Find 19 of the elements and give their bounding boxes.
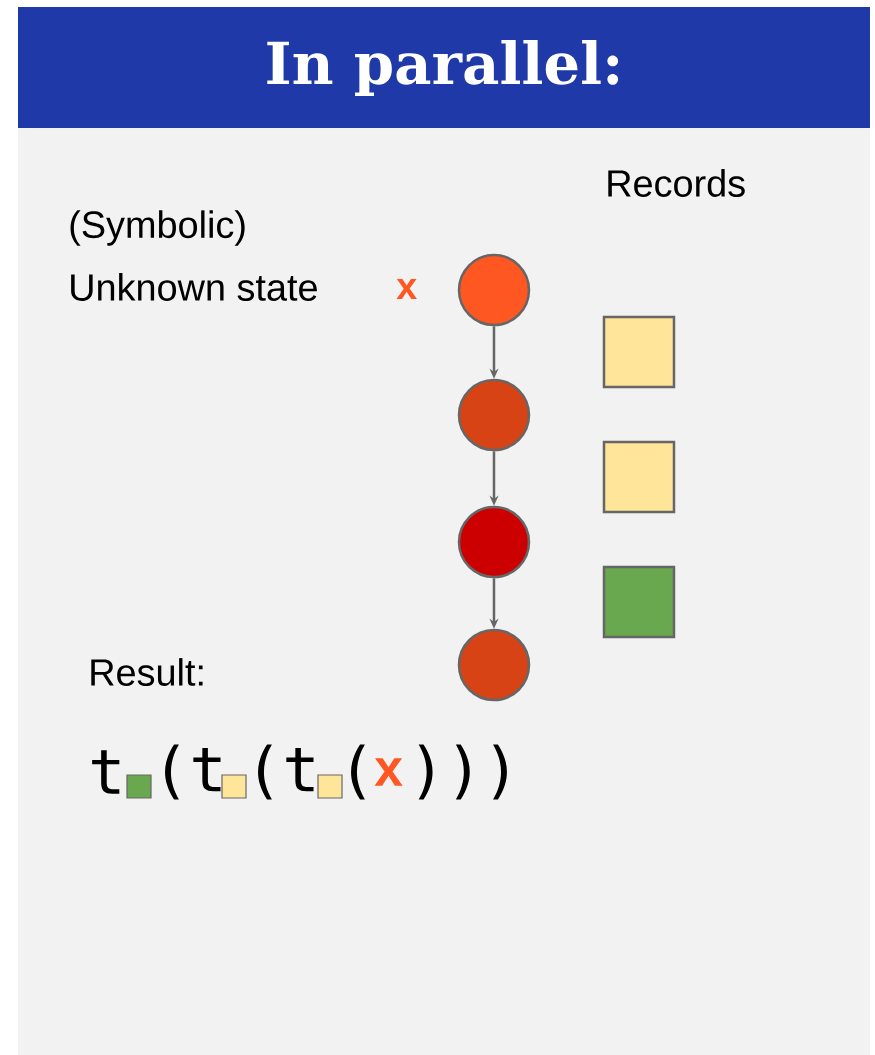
formula-text: x <box>374 758 403 786</box>
formula-text: (t <box>258 744 314 800</box>
caption-text: Unknown state <box>71 273 317 301</box>
variable-x: x <box>396 279 417 299</box>
formula-text: t <box>92 750 120 794</box>
state-circle <box>457 628 531 702</box>
state-circle <box>457 378 531 452</box>
record-square <box>602 565 676 639</box>
title-banner: In parallel: <box>18 7 870 128</box>
records-heading: Records <box>608 169 745 197</box>
state-circle <box>457 253 531 327</box>
formula-text: ( <box>351 744 365 800</box>
state-circle <box>457 505 531 579</box>
formula-text: (t <box>165 744 221 800</box>
record-square <box>602 315 676 389</box>
caption-text: (Symbolic) <box>70 210 245 246</box>
caption-text: Result: <box>91 658 203 686</box>
record-square <box>602 440 676 514</box>
formula-text: ))) <box>418 744 507 800</box>
